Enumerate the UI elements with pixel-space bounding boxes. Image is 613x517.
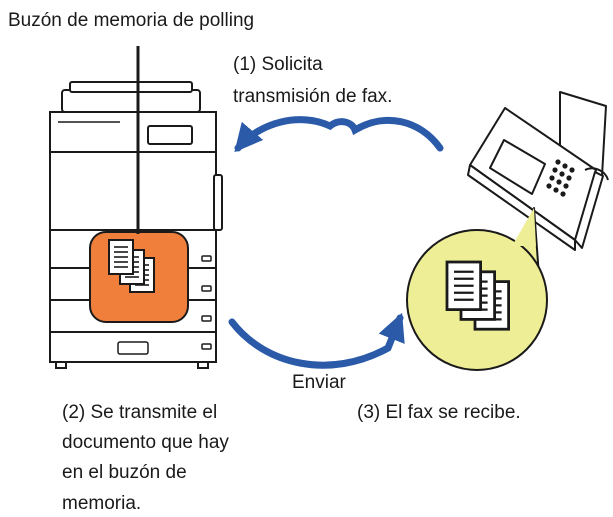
fax-keypad [546,159,575,197]
step2-line: (2) Se transmite el [62,402,218,423]
step2-line: en el buzón de [62,462,187,484]
fax-machine-icon [467,91,609,251]
polling-box-label: Buzón de memoria de polling [8,10,255,31]
send-label: Enviar [292,372,346,393]
multifunction-printer-icon [49,81,223,369]
step2-line: memoria. [62,492,142,514]
step1-label-line2: transmisión de fax. [233,86,393,107]
step3-label: (3) El fax se recibe. [357,402,521,423]
polling-memory-box [89,231,189,323]
step2-line: documento que hay [62,432,229,454]
received-fax-bubble [406,207,548,371]
step1-label-line1: (1) Solicita [233,54,323,75]
send-arrow [228,312,405,369]
request-arrow [234,116,444,153]
step2-label: (2) Se transmite el documento que hay en… [62,400,229,517]
